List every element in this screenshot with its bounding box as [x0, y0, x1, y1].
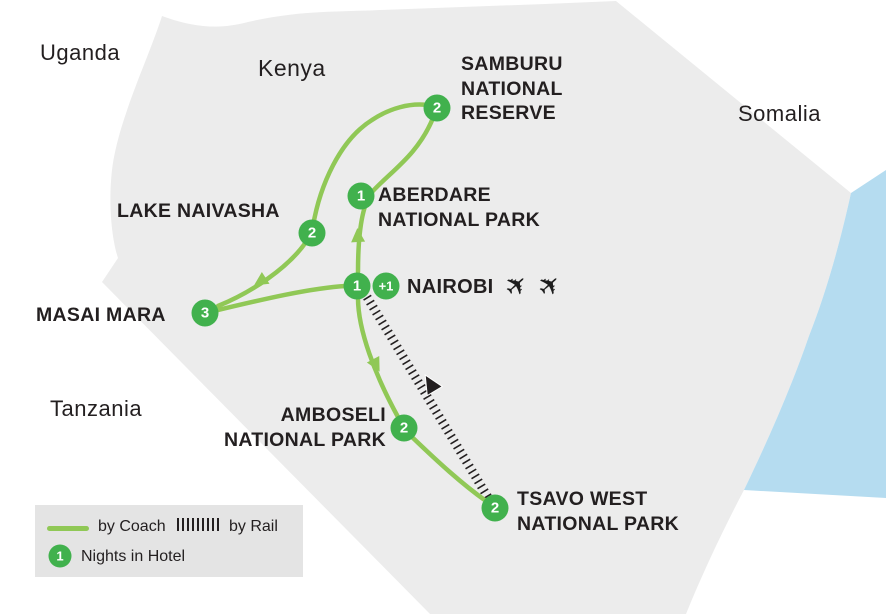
route-arrow-to-masaimara	[253, 272, 270, 286]
stop-badge-masai-mara: 3	[191, 299, 219, 327]
stop-label-lake-naivasha: LAKE NAIVASHA	[117, 200, 280, 222]
route-amboseli-tsavo	[409, 434, 489, 504]
stop-label-masai-mara: MASAI MARA	[36, 304, 166, 326]
stop-badge-tsavo-west: 2	[481, 494, 509, 522]
legend-rail-label: by Rail	[229, 518, 278, 535]
stop-label-samburu: SAMBURU NATIONAL RESERVE	[461, 53, 563, 125]
legend-nights-badge: 1	[48, 544, 72, 568]
stop-label-tsavo-west: TSAVO WEST NATIONAL PARK	[517, 488, 680, 535]
stop-label-amboseli: AMBOSELI NATIONAL PARK	[223, 404, 386, 451]
route-arrow-to-amboseli	[366, 355, 380, 372]
route-naivasha-samburu	[310, 102, 430, 229]
rail-line-swatch	[177, 518, 221, 531]
stop-badge-nairobi: 1	[343, 272, 371, 300]
legend-coach-label: by Coach	[98, 518, 166, 535]
country-label-kenya: Kenya	[258, 55, 326, 81]
kenya-landmass	[102, 1, 851, 614]
stop-badge-amboseli: 2	[390, 414, 418, 442]
map-legend: by Coach by Rail 1 Nights in Hotel	[35, 505, 303, 577]
country-label-tanzania: Tanzania	[50, 396, 143, 421]
country-label-somalia: Somalia	[738, 101, 821, 126]
stop-badge-aberdare: 1	[347, 182, 375, 210]
route-naivasha-masaimara	[215, 239, 309, 309]
route-nairobi-amboseli	[355, 295, 401, 420]
route-masaimara-nairobi	[215, 283, 349, 313]
legend-nights-label: Nights in Hotel	[81, 548, 186, 565]
stop-badge-samburu: 2	[423, 94, 451, 122]
route-arrow-to-aberdare	[351, 228, 366, 243]
stop-badge-nairobi-extra: +1	[372, 272, 400, 300]
coach-line-swatch	[47, 526, 89, 531]
stop-badge-lake-naivasha: 2	[298, 219, 326, 247]
country-label-uganda: Uganda	[40, 40, 121, 65]
stop-label-nairobi: NAIROBI	[407, 276, 494, 298]
indian-ocean	[744, 170, 886, 498]
rail-arrow-to-nairobi	[424, 373, 444, 397]
stop-label-aberdare: ABERDARE NATIONAL PARK	[378, 184, 541, 231]
